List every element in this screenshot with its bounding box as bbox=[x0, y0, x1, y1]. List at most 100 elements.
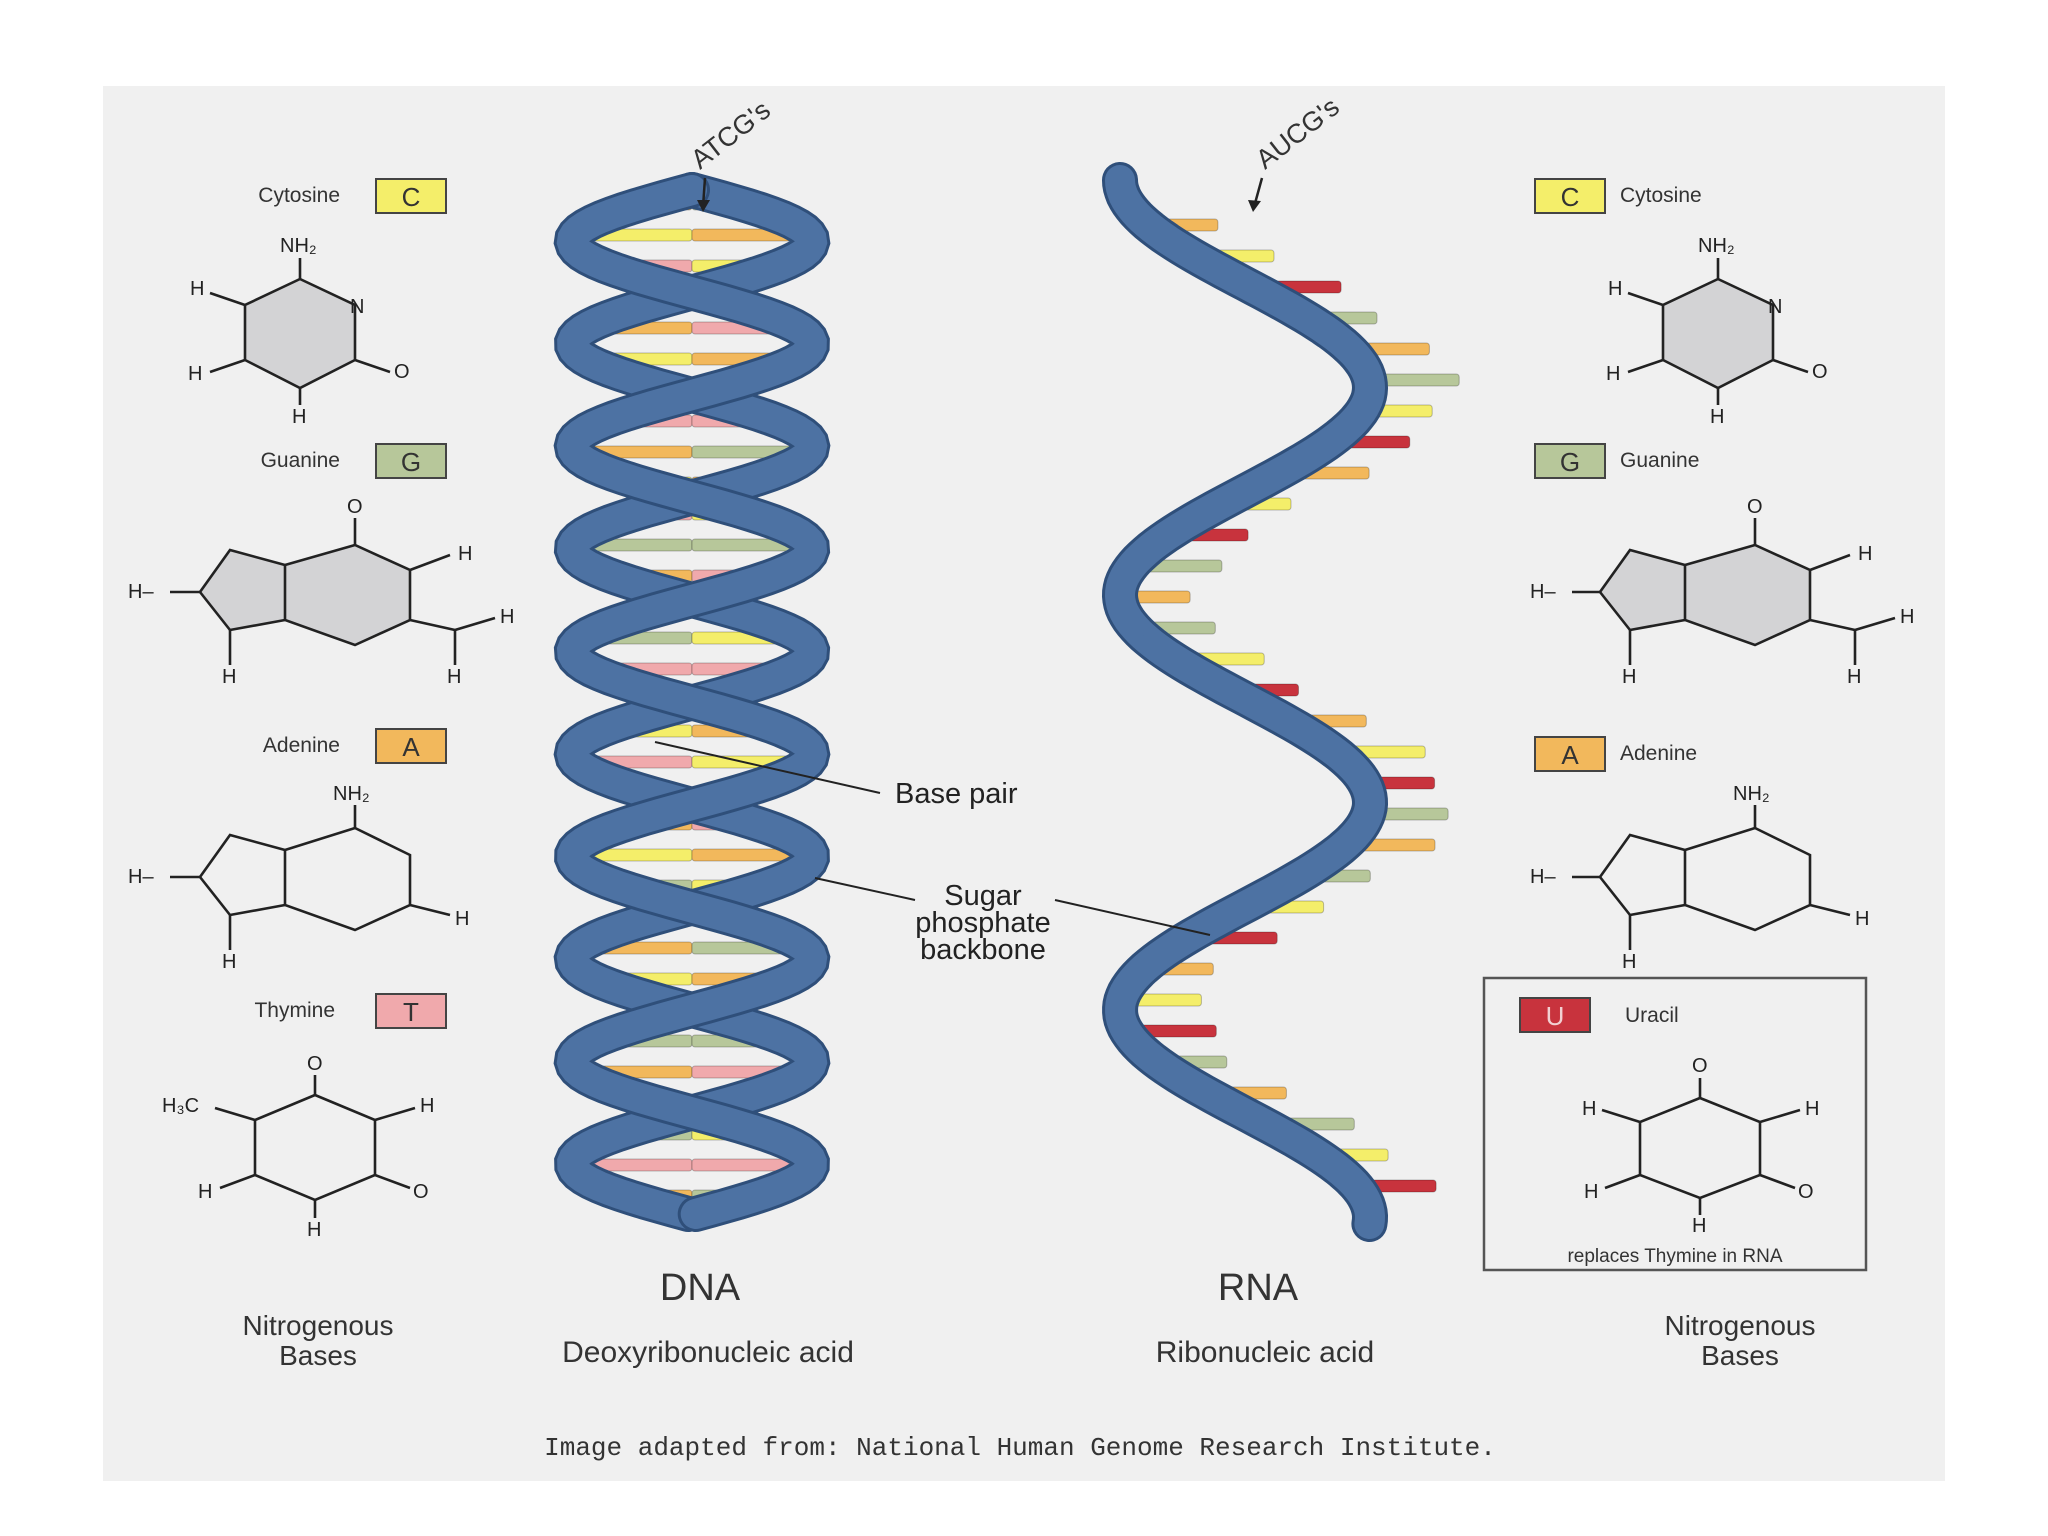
guanine-h-amine-1: H bbox=[500, 606, 514, 628]
r-adenine-h-bottom: H bbox=[1622, 951, 1636, 973]
adenine-h-bottom: H bbox=[222, 951, 236, 973]
left-cytosine-swatch bbox=[375, 178, 447, 214]
uracil-h-left-bottom: H bbox=[1584, 1181, 1598, 1203]
dna-title: DNA bbox=[660, 1267, 741, 1309]
uracil-box: U Uracil O H O H H H replaces Thymine in… bbox=[1482, 976, 1868, 1272]
guanine-h-bottom: H bbox=[222, 666, 236, 688]
r-cytosine-h-top: H bbox=[1608, 278, 1622, 300]
right-guanine-swatch bbox=[1534, 443, 1606, 479]
cytosine-n: N bbox=[350, 296, 364, 318]
base-pair-leader bbox=[654, 741, 881, 794]
thymine-h3c: H₃C bbox=[162, 1095, 199, 1117]
r-adenine-h-right: H bbox=[1855, 908, 1869, 930]
r-cytosine-o: O bbox=[1812, 361, 1828, 383]
left-thymine-label: Thymine bbox=[254, 999, 335, 1022]
backbone-label-line2: phosphate bbox=[915, 907, 1050, 939]
diagram-panel bbox=[103, 86, 1945, 1481]
dna-arrowhead bbox=[697, 200, 710, 212]
right-adenine-label: Adenine bbox=[1620, 742, 1697, 765]
r-cytosine-n: N bbox=[1768, 296, 1782, 318]
left-cytosine-structure: NH₂ N O H H H bbox=[188, 235, 410, 428]
uracil-o-top: O bbox=[1692, 1055, 1708, 1077]
backbone-leader-dna bbox=[814, 877, 916, 901]
left-guanine-label: Guanine bbox=[261, 449, 340, 472]
r-cytosine-h: H bbox=[1710, 406, 1724, 428]
cytosine-o: O bbox=[394, 361, 410, 383]
guanine-h-left: H– bbox=[128, 581, 154, 603]
r-guanine-h-left: H– bbox=[1530, 581, 1556, 603]
backbone-leader-rna bbox=[1054, 899, 1211, 936]
uracil-h-left-top: H bbox=[1582, 1098, 1596, 1120]
dna-backbone-strand-2 bbox=[556, 175, 828, 1229]
rna-arrowhead bbox=[1248, 200, 1261, 212]
left-guanine-letter: G bbox=[401, 447, 421, 477]
right-adenine-swatch bbox=[1534, 736, 1606, 772]
uracil-note: replaces Thymine in RNA bbox=[1567, 1246, 1782, 1267]
right-base-legend: C Cytosine G Guanine A Adenine bbox=[1534, 178, 1702, 772]
r-adenine-nh2: NH₂ bbox=[1733, 783, 1770, 805]
cytosine-nh2: NH₂ bbox=[280, 235, 317, 257]
cytosine-h-bottom: H bbox=[188, 363, 202, 385]
rna-title: RNA bbox=[1218, 1267, 1299, 1309]
right-adenine-structure: NH₂ H H H– bbox=[1530, 783, 1869, 973]
right-guanine-letter: G bbox=[1560, 447, 1580, 477]
left-thymine-structure: O H O H H H₃C bbox=[162, 1053, 434, 1241]
right-guanine-structure: O H H H H H– bbox=[1530, 496, 1914, 688]
backbone-label-line1: Sugar bbox=[944, 880, 1022, 912]
thymine-h-bottom: H bbox=[307, 1219, 321, 1241]
right-cytosine-structure: NH₂ N O H H H bbox=[1606, 235, 1828, 428]
left-nitrogenous-line2: Bases bbox=[279, 1340, 357, 1371]
guanine-o: O bbox=[347, 496, 363, 518]
r-adenine-h-left: H– bbox=[1530, 866, 1556, 888]
guanine-h-right: H bbox=[458, 543, 472, 565]
rna-single-strand bbox=[1101, 162, 1460, 1242]
left-cytosine-label: Cytosine bbox=[258, 184, 340, 207]
r-cytosine-nh2: NH₂ bbox=[1698, 235, 1735, 257]
guanine-h-amine-2: H bbox=[447, 666, 461, 688]
uracil-o-right: O bbox=[1798, 1181, 1814, 1203]
left-cytosine-letter: C bbox=[402, 182, 421, 212]
uracil-label: Uracil bbox=[1625, 1004, 1679, 1027]
left-adenine-swatch bbox=[375, 728, 447, 764]
cytosine-h-top: H bbox=[190, 278, 204, 300]
r-guanine-h-amine-2: H bbox=[1847, 666, 1861, 688]
right-adenine-letter: A bbox=[1561, 740, 1579, 770]
image-credit: Image adapted from: National Human Genom… bbox=[544, 1433, 1496, 1463]
thymine-h-left: H bbox=[198, 1181, 212, 1203]
r-guanine-h-bottom: H bbox=[1622, 666, 1636, 688]
uracil-letter: U bbox=[1546, 1001, 1565, 1031]
left-guanine-swatch bbox=[375, 443, 447, 479]
uracil-h-right: H bbox=[1805, 1098, 1819, 1120]
uracil-swatch bbox=[1519, 997, 1591, 1033]
backbone-label-line3: backbone bbox=[920, 934, 1046, 966]
cytosine-h: H bbox=[292, 406, 306, 428]
left-adenine-letter: A bbox=[402, 732, 420, 762]
right-nitrogenous-line1: Nitrogenous bbox=[1665, 1310, 1816, 1341]
right-nitrogenous-line2: Bases bbox=[1701, 1340, 1779, 1371]
right-cytosine-swatch bbox=[1534, 178, 1606, 214]
thymine-o-right: O bbox=[413, 1181, 429, 1203]
base-pair-label: Base pair bbox=[895, 778, 1018, 810]
left-nitrogenous-line1: Nitrogenous bbox=[243, 1310, 394, 1341]
left-thymine-letter: T bbox=[403, 997, 419, 1027]
adenine-nh2: NH₂ bbox=[333, 783, 370, 805]
uracil-box-frame bbox=[1482, 976, 1868, 1272]
r-cytosine-h-bottom: H bbox=[1606, 363, 1620, 385]
rna-subtitle: Ribonucleic acid bbox=[1156, 1336, 1374, 1369]
r-guanine-h-amine-1: H bbox=[1900, 606, 1914, 628]
right-cytosine-letter: C bbox=[1561, 182, 1580, 212]
uracil-h-bottom: H bbox=[1692, 1215, 1706, 1237]
left-guanine-structure: O H H H H H– bbox=[128, 496, 514, 688]
left-base-legend: Cytosine C Guanine G Adenine A Thymine T bbox=[254, 178, 447, 1029]
adenine-h-right: H bbox=[455, 908, 469, 930]
right-guanine-label: Guanine bbox=[1620, 449, 1699, 472]
thymine-o-top: O bbox=[307, 1053, 323, 1075]
r-guanine-o: O bbox=[1747, 496, 1763, 518]
dna-double-helix bbox=[553, 172, 831, 1232]
left-adenine-structure: NH₂ H H H– bbox=[128, 783, 469, 973]
left-thymine-swatch bbox=[375, 993, 447, 1029]
dna-subtitle: Deoxyribonucleic acid bbox=[562, 1336, 854, 1369]
left-adenine-label: Adenine bbox=[263, 734, 340, 757]
right-cytosine-label: Cytosine bbox=[1620, 184, 1702, 207]
